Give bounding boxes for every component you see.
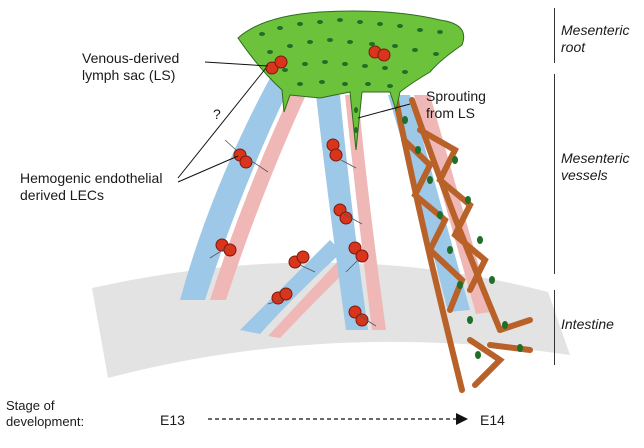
rule-vessels — [554, 74, 555, 274]
region-vessels: Mesenteric vessels — [561, 150, 629, 184]
label-question: ? — [213, 106, 221, 123]
region-root: Mesenteric root — [561, 22, 629, 56]
label-stage: Stage of development: — [6, 398, 84, 430]
label-end-stage: E14 — [480, 412, 505, 429]
rule-intestine — [554, 290, 555, 365]
stage-arrow-head — [456, 413, 468, 425]
region-intestine: Intestine — [561, 316, 614, 333]
label-hemogenic: Hemogenic endothelial derived LECs — [20, 170, 162, 204]
label-start-stage: E13 — [160, 412, 185, 429]
label-sprouting: Sprouting from LS — [426, 88, 486, 122]
label-venous-lymph-sac: Venous-derived lymph sac (LS) — [82, 50, 179, 84]
rule-root — [554, 8, 555, 63]
